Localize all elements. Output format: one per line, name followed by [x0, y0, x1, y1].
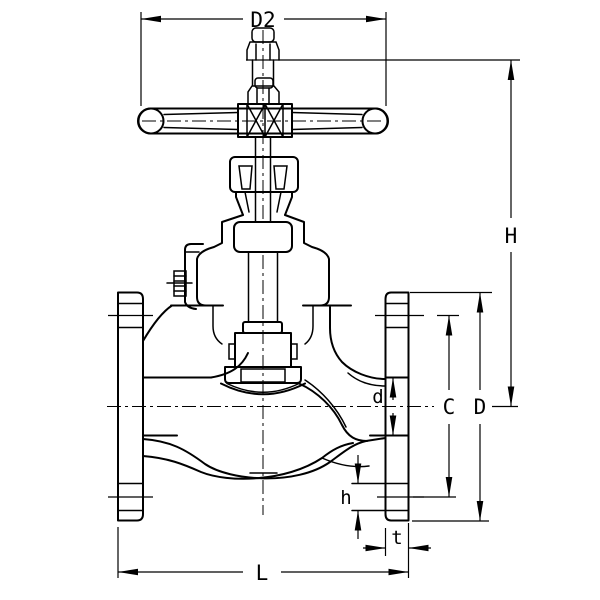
bonnet	[166, 214, 352, 345]
dimension-h: h	[340, 455, 362, 539]
dimension-d: d	[372, 377, 397, 436]
dimension-L: L	[117, 527, 409, 585]
disc	[224, 366, 302, 384]
dimension-t: t	[363, 523, 431, 578]
packing-follower-right	[273, 165, 288, 190]
handwheel-nut	[247, 85, 280, 105]
centerlines	[107, 30, 434, 515]
handwheel-right-end	[361, 107, 389, 135]
dim-label-t: t	[391, 527, 402, 549]
gland-packing	[229, 156, 299, 216]
stem	[247, 136, 279, 323]
handwheel-cap	[254, 77, 274, 89]
packing-follower-left	[238, 165, 253, 190]
right-flange	[351, 291, 424, 522]
dimension-D2: D2	[140, 8, 387, 106]
dim-label-D2: D2	[250, 8, 275, 32]
dim-label-H: H	[505, 224, 518, 248]
dimension-D: D	[410, 291, 492, 522]
stem-nut	[246, 41, 280, 61]
dimension-H: H	[246, 59, 520, 408]
dim-label-D: D	[474, 395, 487, 419]
dim-label-h: h	[340, 487, 351, 509]
dimension-C: C	[413, 314, 459, 498]
gland-flange	[229, 156, 299, 193]
bonnet-union-nut	[233, 221, 293, 253]
handwheel	[137, 27, 389, 138]
dim-label-L: L	[256, 561, 269, 585]
disc-assembly	[220, 321, 306, 396]
valve-body	[142, 304, 387, 480]
handwheel-left-end	[137, 107, 165, 135]
dim-label-C: C	[443, 395, 456, 419]
bonnet-lug	[184, 243, 204, 310]
dim-label-d: d	[372, 386, 383, 408]
left-flange	[108, 291, 153, 522]
seat-ring	[220, 382, 306, 396]
